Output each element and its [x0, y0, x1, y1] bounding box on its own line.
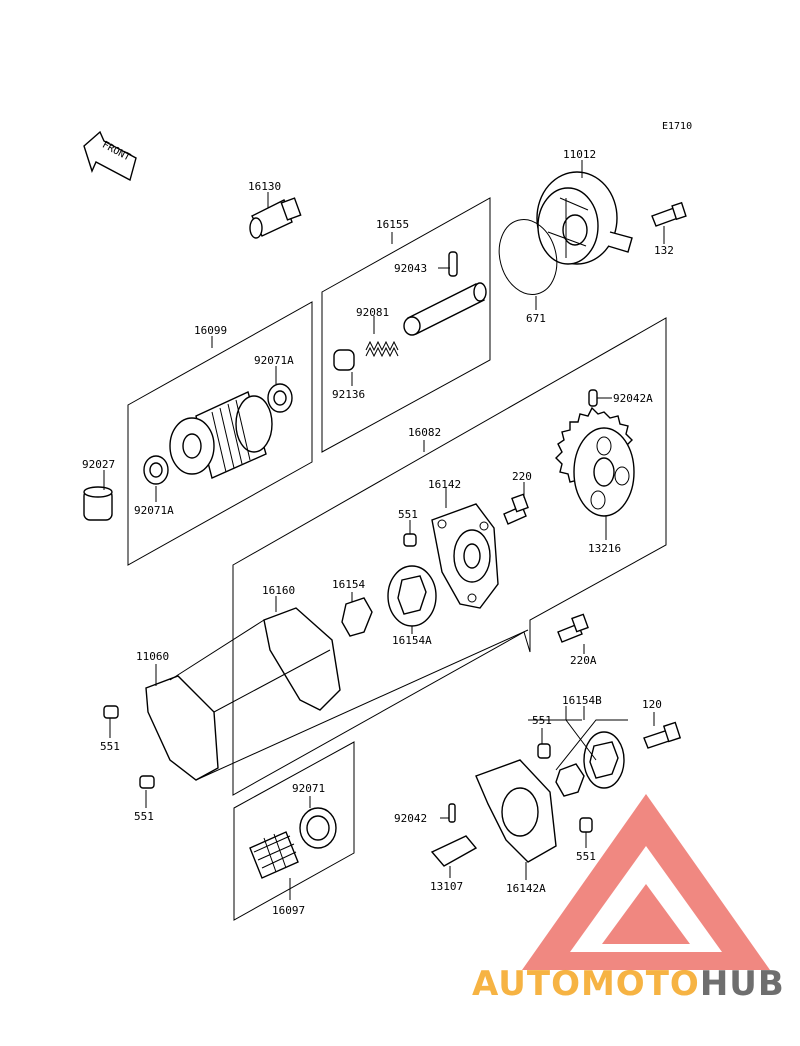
- pin-92043: [448, 251, 458, 277]
- watermark-part1: AUTOMOTO: [472, 964, 700, 1004]
- label-551-d: 551: [532, 714, 552, 727]
- watermark-logo-icon: [522, 794, 770, 970]
- label-16142: 16142: [428, 478, 461, 491]
- fitting-16130: [249, 197, 302, 239]
- label-92081: 92081: [356, 306, 389, 319]
- oil-filter-16099: [169, 391, 273, 479]
- label-220A: 220A: [570, 654, 597, 667]
- label-120: 120: [642, 698, 662, 711]
- o-ring-92071: [299, 807, 337, 849]
- label-551-c: 551: [134, 810, 154, 823]
- shaft-13107: [430, 835, 478, 867]
- o-ring-671: [498, 219, 558, 295]
- o-ring-92071A-b: [143, 455, 169, 485]
- label-92043: 92043: [394, 262, 427, 275]
- dowel-551-b: [103, 705, 119, 719]
- gasket-11060: [145, 675, 219, 781]
- label-551-e: 551: [576, 850, 596, 863]
- label-16160: 16160: [262, 584, 295, 597]
- group-box-16097: [233, 741, 355, 921]
- label-11012: 11012: [563, 148, 596, 161]
- label-11060: 11060: [136, 650, 169, 663]
- front-arrow-icon: FRONT: [83, 130, 137, 182]
- label-16130: 16130: [248, 180, 281, 193]
- bolt-120: [643, 721, 682, 749]
- strainer-16097: [249, 831, 299, 879]
- label-220: 220: [512, 470, 532, 483]
- group-box-16082: [232, 317, 667, 796]
- group-box-16155: [321, 197, 491, 453]
- label-16082: 16082: [408, 426, 441, 439]
- label-16097: 16097: [272, 904, 305, 917]
- watermark-part2: HUB: [700, 964, 785, 1004]
- label-551-a: 551: [398, 508, 418, 521]
- group-box-16099: [127, 301, 313, 566]
- pump-bore-16142A: [501, 787, 539, 837]
- label-16099: 16099: [194, 324, 227, 337]
- label-92071: 92071: [292, 782, 325, 795]
- dowel-551-d: [537, 743, 551, 759]
- label-92027: 92027: [82, 458, 115, 471]
- label-671: 671: [526, 312, 546, 325]
- gear-13216: [555, 406, 635, 517]
- label-16154: 16154: [332, 578, 365, 591]
- spring-92081: [365, 340, 399, 358]
- label-92042A: 92042A: [613, 392, 653, 405]
- inner-rotor-16154: [341, 597, 373, 637]
- diagram-code: E1710: [662, 121, 692, 132]
- valve-16155: [403, 282, 487, 336]
- label-92136: 92136: [332, 388, 365, 401]
- label-551-b: 551: [100, 740, 120, 753]
- outer-rotor-16154B: [583, 731, 625, 789]
- label-92071A-b: 92071A: [134, 504, 174, 517]
- pin-92042A: [588, 389, 598, 407]
- label-13107: 13107: [430, 880, 463, 893]
- bolt-132: [651, 201, 687, 227]
- watermark-text: AUTOMOTOHUB: [472, 964, 785, 1004]
- label-92071A-a: 92071A: [254, 354, 294, 367]
- label-16154B: 16154B: [562, 694, 602, 707]
- bolt-220A: [557, 613, 589, 643]
- dowel-551-c: [139, 775, 155, 789]
- cover-11012: [536, 171, 633, 265]
- label-132: 132: [654, 244, 674, 257]
- plate-16160: [263, 607, 341, 711]
- bolt-220: [503, 493, 529, 525]
- leader-lines: [103, 160, 665, 900]
- label-16154A: 16154A: [392, 634, 432, 647]
- inner-rotor-16154B: [555, 763, 585, 797]
- dowel-551-e: [579, 817, 593, 833]
- label-16155: 16155: [376, 218, 409, 231]
- collar-92027: [83, 486, 113, 521]
- o-ring-92071A-a: [267, 383, 293, 413]
- label-16142A: 16142A: [506, 882, 546, 895]
- label-92042: 92042: [394, 812, 427, 825]
- cap-92136: [333, 349, 355, 371]
- outer-rotor-16154A: [387, 565, 437, 627]
- label-13216: 13216: [588, 542, 621, 555]
- pump-body-16142: [431, 503, 499, 609]
- pin-92042: [448, 803, 456, 823]
- dowel-551-a: [403, 533, 417, 547]
